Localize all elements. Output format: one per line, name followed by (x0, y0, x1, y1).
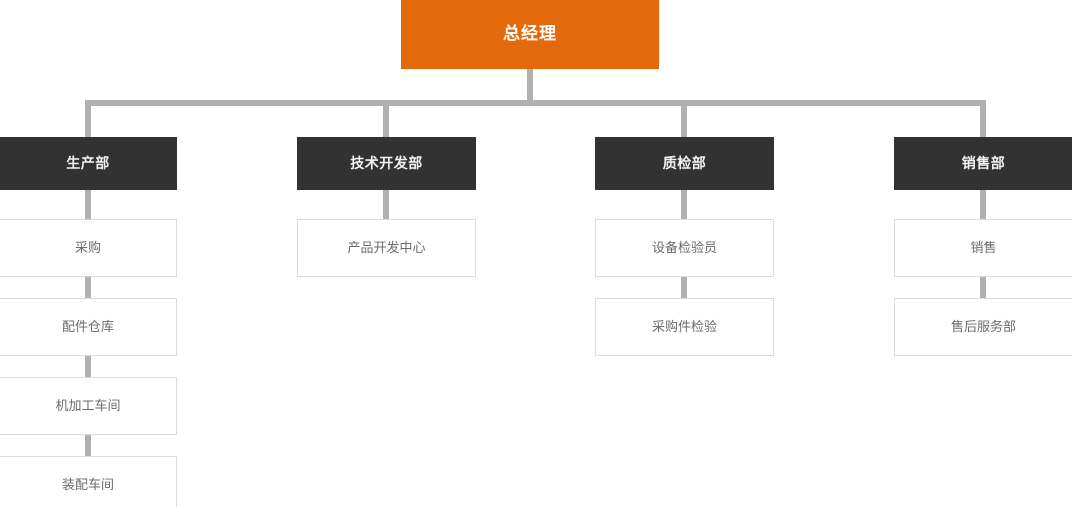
connector-column-2-link-1 (383, 190, 389, 219)
connector-column-4-link-1 (980, 190, 986, 219)
connector-column-1-link-2 (85, 277, 91, 298)
sub-node-label: 售后服务部 (950, 319, 1016, 335)
connector-horizontal-bus (85, 100, 986, 106)
department-node-label: 生产部 (66, 155, 110, 172)
connector-column-3-link-1 (681, 190, 687, 219)
sub-node-3-1[interactable]: 设备检验员 (595, 219, 774, 277)
sub-node-1-3[interactable]: 机加工车间 (0, 377, 177, 435)
sub-node-label: 设备检验员 (651, 240, 717, 256)
connector-column-3-link-2 (681, 277, 687, 298)
connector-column-1-link-1 (85, 190, 91, 219)
sub-node-1-4[interactable]: 装配车间 (0, 456, 177, 507)
sub-node-label: 采购件检验 (651, 319, 717, 335)
sub-node-label: 机加工车间 (55, 398, 121, 414)
sub-node-4-2[interactable]: 售后服务部 (894, 298, 1072, 356)
department-node-label: 技术开发部 (350, 155, 423, 172)
connector-bus-to-department-4 (980, 100, 986, 137)
department-node-1[interactable]: 生产部 (0, 137, 177, 190)
connector-column-1-link-3 (85, 356, 91, 377)
department-node-3[interactable]: 质检部 (595, 137, 774, 190)
department-node-4[interactable]: 销售部 (894, 137, 1072, 190)
connector-bus-to-department-3 (681, 100, 687, 137)
connector-bus-to-department-1 (85, 100, 91, 137)
root-node-label: 总经理 (503, 24, 557, 44)
sub-node-4-1[interactable]: 销售 (894, 219, 1072, 277)
sub-node-label: 装配车间 (61, 477, 114, 493)
department-node-label: 销售部 (961, 155, 1006, 172)
sub-node-label: 销售 (970, 240, 997, 256)
connector-root-stem (527, 69, 533, 106)
sub-node-label: 产品开发中心 (347, 240, 426, 256)
sub-node-1-1[interactable]: 采购 (0, 219, 177, 277)
connector-bus-to-department-2 (383, 100, 389, 137)
sub-node-3-2[interactable]: 采购件检验 (595, 298, 774, 356)
sub-node-1-2[interactable]: 配件仓库 (0, 298, 177, 356)
sub-node-2-1[interactable]: 产品开发中心 (297, 219, 476, 277)
connector-column-4-link-2 (980, 277, 986, 298)
sub-node-label: 采购 (74, 240, 101, 256)
department-node-label: 质检部 (662, 155, 707, 172)
department-node-2[interactable]: 技术开发部 (297, 137, 476, 190)
sub-node-label: 配件仓库 (61, 319, 114, 335)
connector-column-1-link-4 (85, 435, 91, 456)
root-node-general-manager[interactable]: 总经理 (401, 0, 659, 69)
